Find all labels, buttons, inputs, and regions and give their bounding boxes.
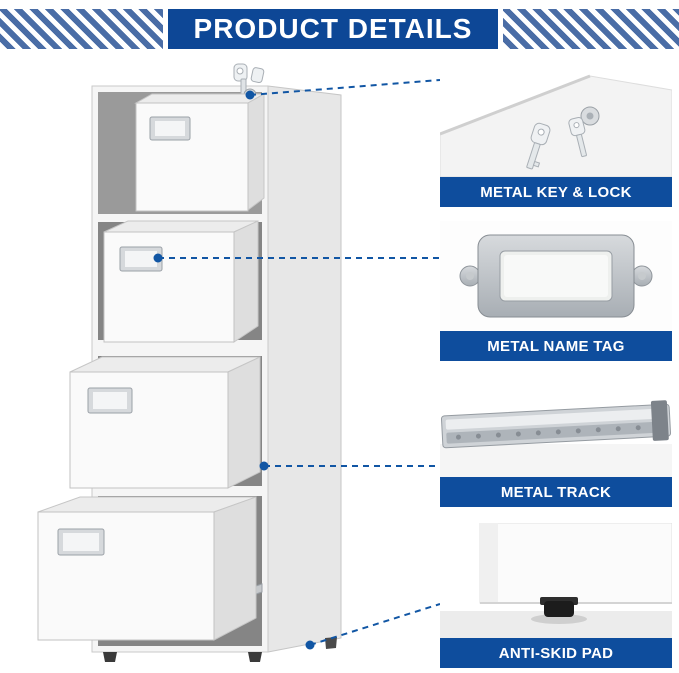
drawer-2: [103, 220, 259, 343]
anti-skid-pad-foot: [544, 601, 574, 617]
page-title-text: PRODUCT DETAILS: [193, 13, 473, 44]
key-lock-photo: [440, 64, 672, 177]
cabinet-foot: [248, 652, 262, 662]
key-icon: [568, 116, 587, 158]
feature-label-key-lock: METAL KEY & LOCK: [440, 177, 672, 207]
drawer-1: [134, 93, 266, 212]
header-stripes-left: [0, 9, 163, 49]
feature-panel-key-lock: METAL KEY & LOCK: [440, 64, 672, 207]
drawer-3: [69, 356, 261, 489]
callout-dot-metal-track: [259, 461, 269, 471]
callout-dot-name-tag: [153, 253, 163, 263]
callout-dot-anti-skid: [305, 640, 315, 650]
connector-anti-skid: [309, 603, 441, 646]
metal-track-photo: [440, 374, 672, 477]
name-tag-photo: [440, 221, 672, 331]
callout-dots: [153, 90, 315, 650]
page-title: PRODUCT DETAILS: [168, 9, 498, 49]
anti-skid-pad-photo: [440, 523, 672, 638]
feature-label-name-tag: METAL NAME TAG: [440, 331, 672, 361]
feature-label-anti-skid: ANTI-SKID PAD: [440, 638, 672, 668]
drawer-4: [37, 496, 263, 641]
cabinet-foot: [325, 637, 337, 649]
callout-connectors: [158, 79, 441, 646]
connector-key-lock: [249, 79, 441, 96]
header-stripes-right: [503, 9, 679, 49]
key-icon: [526, 122, 551, 170]
feature-panel-metal-track: METAL TRACK: [440, 374, 672, 507]
feature-label-metal-track: METAL TRACK: [440, 477, 672, 507]
feature-panel-anti-skid: ANTI-SKID PAD: [440, 523, 672, 668]
cabinet-foot: [103, 652, 117, 662]
feature-panel-name-tag: METAL NAME TAG: [440, 221, 672, 361]
callout-dot-key-lock: [245, 90, 255, 100]
